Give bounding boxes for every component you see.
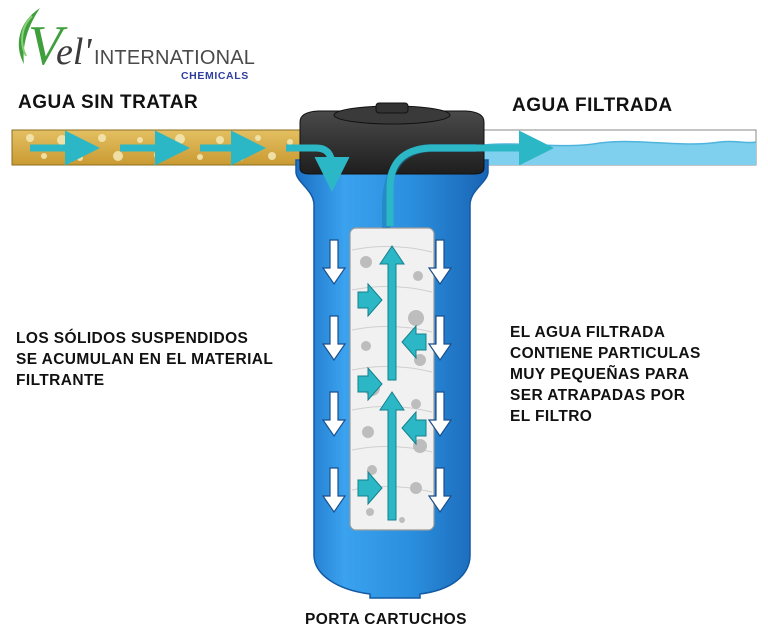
central-upward-arrows bbox=[379, 245, 405, 521]
right-note-line: CONTIENE PARTICULAS bbox=[510, 345, 701, 362]
brand-name: INTERNATIONAL bbox=[94, 47, 256, 69]
teal-arrow-icon bbox=[357, 282, 383, 318]
leaf-icon bbox=[18, 8, 40, 64]
brand-mark-initial: V bbox=[28, 15, 63, 77]
outlet-label: AGUA FILTRADA bbox=[512, 95, 673, 116]
right-note-line: MUY PEQUEÑAS PARA bbox=[510, 366, 690, 383]
white-down-arrow-icon bbox=[321, 315, 347, 362]
teal-arrow-icon bbox=[357, 366, 383, 402]
brand-mark-rest: el' bbox=[56, 31, 92, 73]
white-down-arrow-icon bbox=[321, 239, 347, 286]
white-down-arrow-icon bbox=[427, 315, 453, 362]
inlet-label: AGUA SIN TRATAR bbox=[18, 92, 199, 113]
teal-arrow-icon bbox=[386, 130, 554, 226]
right-note-line: SER ATRAPADAS POR bbox=[510, 387, 686, 404]
filter-cap bbox=[299, 102, 485, 175]
brand-subtitle: CHEMICALS bbox=[181, 70, 249, 82]
outlet-flow-arrow bbox=[386, 130, 554, 226]
left-note-line: FILTRANTE bbox=[16, 372, 105, 389]
teal-arrow-icon bbox=[379, 391, 405, 521]
right-note-line: EL AGUA FILTRADA bbox=[510, 324, 666, 341]
right-note-line: EL FILTRO bbox=[510, 408, 593, 425]
teal-arrow-icon bbox=[401, 410, 427, 446]
inlet-flow-arrows bbox=[30, 130, 350, 192]
inward-flow-arrows bbox=[357, 282, 427, 506]
white-down-arrow-icon bbox=[427, 467, 453, 514]
white-down-arrow-icon bbox=[321, 391, 347, 438]
teal-arrow-icon bbox=[401, 324, 427, 360]
left-note-line: SE ACUMULAN EN EL MATERIAL bbox=[16, 351, 274, 368]
white-down-arrow-icon bbox=[427, 391, 453, 438]
teal-arrow-icon bbox=[357, 470, 383, 506]
housing-label: PORTA CARTUCHOS bbox=[305, 611, 467, 628]
left-note: LOS SÓLIDOS SUSPENDIDOS SE ACUMULAN EN E… bbox=[16, 328, 273, 391]
white-down-arrow-icon bbox=[321, 467, 347, 514]
downward-flow-arrows bbox=[321, 239, 453, 514]
teal-arrow-icon bbox=[379, 245, 405, 381]
right-note: EL AGUA FILTRADA CONTIENE PARTICULAS MUY… bbox=[510, 322, 701, 427]
white-down-arrow-icon bbox=[427, 239, 453, 286]
left-note-line: LOS SÓLIDOS SUSPENDIDOS bbox=[16, 330, 249, 347]
teal-arrow-icon bbox=[286, 144, 350, 192]
brand-logo: V el' INTERNATIONAL CHEMICALS bbox=[10, 6, 260, 86]
